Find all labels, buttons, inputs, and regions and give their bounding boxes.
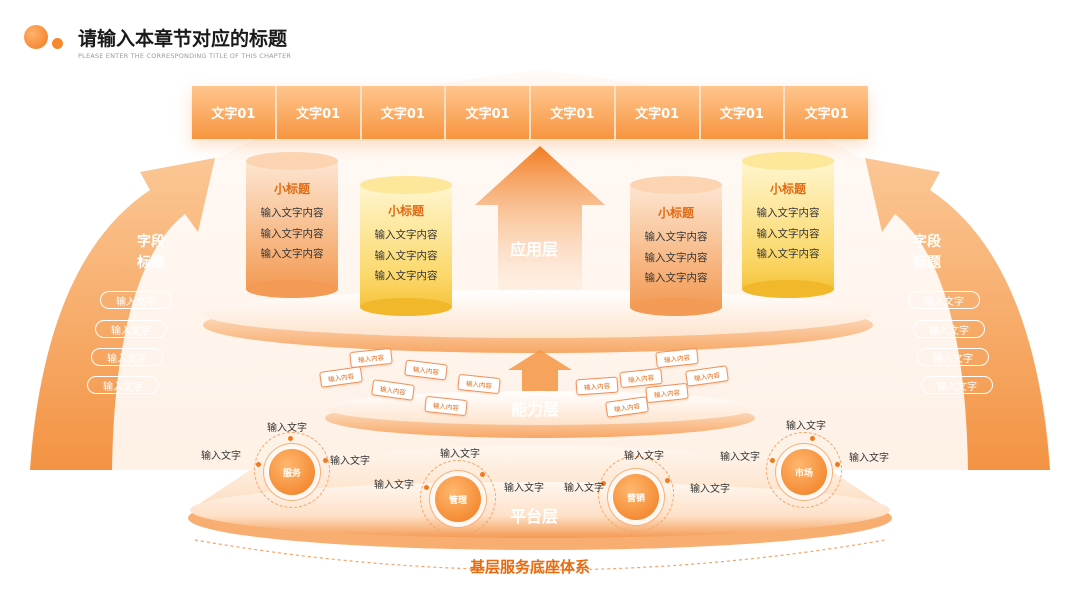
cylinder-title: 小标题 [273, 182, 310, 196]
ring-dot [810, 436, 815, 441]
circle-ring [598, 456, 674, 532]
tab-item[interactable]: 文字01 [361, 86, 447, 139]
side-right-label: 字段标题 [913, 234, 941, 271]
platform-label: 输入文字 [267, 423, 307, 434]
platform-layer-label: 平台层 [510, 507, 559, 526]
page-title: 请输入本章节对应的标题 [78, 28, 288, 50]
platform-label: 输入文字 [504, 483, 544, 494]
cylinder-line: 输入文字内容 [374, 229, 438, 241]
side-right-pill[interactable]: 输入文字 [921, 376, 993, 394]
tab-item[interactable]: 文字01 [785, 86, 868, 139]
logo-dot-large [24, 25, 48, 49]
cylinder-line: 输入文字内容 [756, 227, 820, 240]
platform-circle-marketing[interactable]: 营销 [613, 474, 659, 520]
platform-label: 输入文字 [624, 451, 664, 462]
cylinder-title: 小标题 [387, 204, 424, 218]
ring-dot [601, 481, 606, 486]
top-tab-bar: 文字01 文字01 文字01 文字01 文字01 文字01 文字01 文字01 [192, 86, 868, 139]
ring-dot [480, 472, 485, 477]
platform-circle-service[interactable]: 服务 [269, 449, 315, 495]
tab-item[interactable]: 文字01 [700, 86, 786, 139]
cylinder-line: 输入文字内容 [374, 249, 438, 262]
capability-chip[interactable]: 输入内容 [575, 376, 619, 396]
cylinder-2: 小标题 输入文字内容 输入文字内容 输入文字内容 [360, 176, 452, 316]
tab-item[interactable]: 文字01 [276, 86, 362, 139]
tab-item[interactable]: 文字01 [531, 86, 616, 139]
ring-dot [256, 462, 261, 467]
cylinder-1: 小标题 输入文字内容 输入文字内容 输入文字内容 [246, 152, 338, 298]
cylinder-line: 输入文字内容 [644, 231, 708, 243]
platform-label: 输入文字 [786, 421, 826, 432]
cylinder-line: 输入文字内容 [644, 251, 708, 264]
platform-label: 输入文字 [564, 483, 604, 494]
tab-item[interactable]: 文字01 [192, 86, 277, 139]
foundation-label: 基层服务底座体系 [470, 558, 591, 576]
ring-dot [424, 485, 429, 490]
platform-label: 输入文字 [330, 456, 370, 467]
platform-label: 输入文字 [440, 449, 480, 460]
circle-ring [420, 460, 496, 536]
cylinder-line: 输入文字内容 [644, 272, 708, 284]
cylinder-3: 小标题 输入文字内容 输入文字内容 输入文字内容 [630, 176, 722, 316]
tab-item[interactable]: 文字01 [446, 86, 531, 139]
cylinder-title: 小标题 [769, 182, 806, 196]
cylinder-line: 输入文字内容 [260, 207, 324, 219]
circle-ring [254, 432, 330, 508]
side-left-pill[interactable]: 输入文字 [87, 376, 159, 394]
cylinder-line: 输入文字内容 [756, 248, 820, 260]
side-right-pill[interactable]: 输入文字 [917, 348, 989, 366]
ring-dot [835, 462, 840, 467]
cylinder-line: 输入文字内容 [260, 227, 324, 240]
side-right-pill[interactable]: 输入文字 [908, 291, 980, 309]
cylinder-line: 输入文字内容 [374, 270, 438, 282]
platform-circle-management[interactable]: 管理 [435, 476, 481, 522]
platform-label: 输入文字 [849, 453, 889, 464]
circle-ring [766, 432, 842, 508]
page-subtitle: PLEASE ENTER THE CORRESPONDING TITLE OF … [78, 52, 292, 60]
ring-dot [770, 458, 775, 463]
logo-dot-small [52, 38, 63, 49]
platform-label: 输入文字 [690, 484, 730, 495]
ring-dot [288, 436, 293, 441]
side-left-label: 字段标题 [137, 234, 165, 271]
ring-dot [665, 478, 670, 483]
ring-dot [323, 458, 328, 463]
platform-label: 输入文字 [720, 452, 760, 463]
cylinder-title: 小标题 [657, 206, 694, 220]
side-right-pill[interactable]: 输入文字 [913, 320, 985, 338]
platform-circle-market[interactable]: 市场 [781, 449, 827, 495]
capability-layer-label: 能力层 [511, 400, 560, 419]
side-left-pill[interactable]: 输入文字 [91, 348, 163, 366]
platform-label: 输入文字 [374, 480, 414, 491]
cylinder-4: 小标题 输入文字内容 输入文字内容 输入文字内容 [742, 152, 834, 298]
tab-item[interactable]: 文字01 [615, 86, 701, 139]
cylinder-line: 输入文字内容 [260, 248, 324, 260]
application-layer-label: 应用层 [510, 240, 559, 259]
side-left-pill[interactable]: 输入文字 [95, 320, 167, 338]
cylinder-line: 输入文字内容 [756, 207, 820, 219]
side-left-pill[interactable]: 输入文字 [100, 291, 172, 309]
platform-label: 输入文字 [201, 451, 241, 462]
